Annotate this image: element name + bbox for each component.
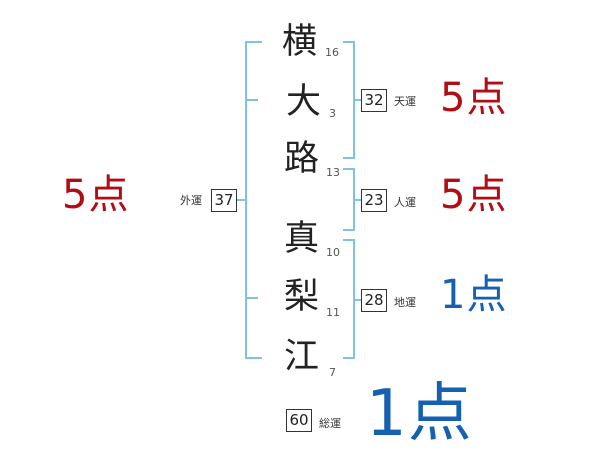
chi-value-box: 28	[361, 289, 387, 312]
jin-score: 5点	[440, 172, 508, 218]
sou-label: 総運	[319, 417, 341, 430]
sou-value-box: 60	[286, 409, 312, 432]
jin-bracket	[343, 168, 355, 231]
name-char-2: 大	[286, 82, 322, 122]
sou-score: 1点	[366, 377, 473, 451]
chi-label: 地運	[394, 296, 416, 309]
chi-bracket	[343, 239, 355, 359]
stroke-count-4: 10	[326, 246, 340, 259]
name-char-4: 真	[284, 219, 320, 259]
stroke-count-1: 16	[325, 46, 339, 59]
gai-value-box: 37	[211, 189, 237, 212]
ten-label: 天運	[394, 95, 416, 108]
ten-bracket	[343, 41, 355, 159]
stroke-count-6: 7	[329, 366, 336, 379]
jin-label: 人運	[394, 196, 416, 209]
name-char-3: 路	[284, 139, 320, 179]
stroke-count-3: 13	[326, 166, 340, 179]
outer-bracket	[245, 41, 262, 359]
stroke-count-5: 11	[326, 306, 340, 319]
stroke-count-2: 3	[329, 107, 336, 120]
jin-value-box: 23	[361, 189, 387, 212]
ten-value-box: 32	[361, 89, 387, 112]
name-char-1: 横	[282, 22, 318, 62]
ten-score: 5点	[440, 75, 508, 121]
name-char-5: 梨	[284, 277, 320, 317]
gai-label: 外運	[180, 194, 202, 207]
name-char-6: 江	[284, 337, 320, 377]
chi-score: 1点	[440, 272, 508, 318]
gai-score: 5点	[62, 172, 130, 218]
